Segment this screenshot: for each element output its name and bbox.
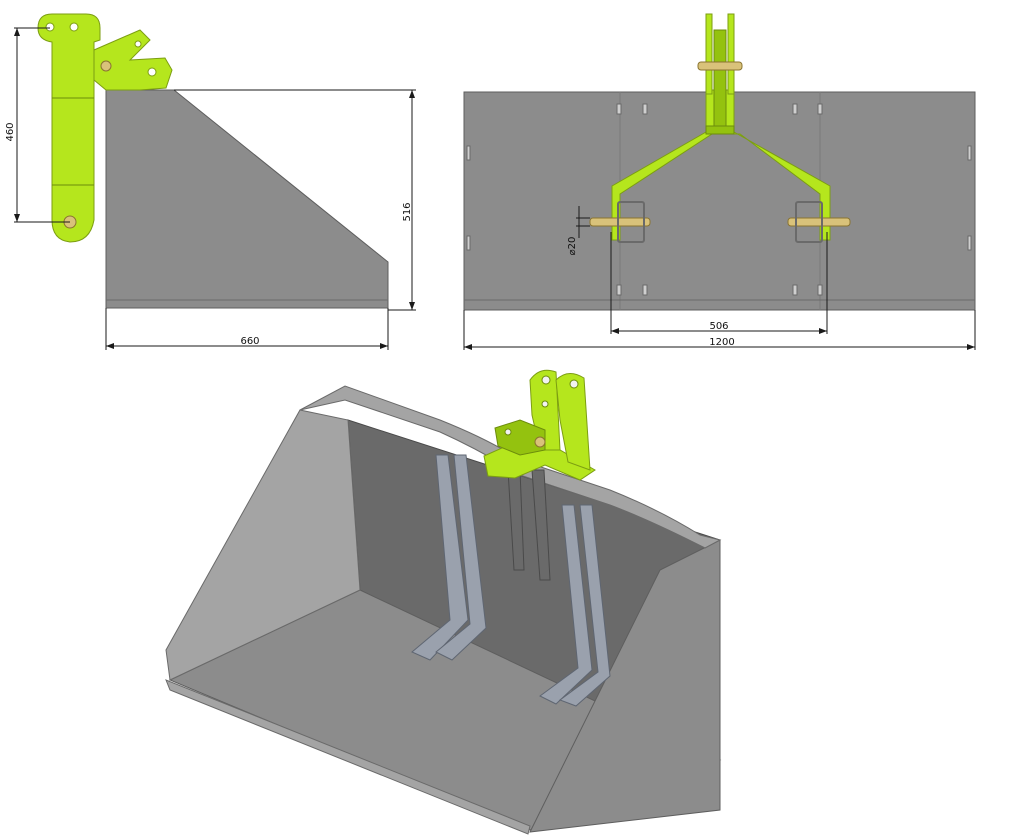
side-view: 460 516 660 (5, 13, 416, 350)
front-view-top-pin-icon (697, 61, 743, 71)
side-view-hole-icon (147, 67, 157, 77)
iso-left-side-wall (165, 409, 361, 681)
dim-total-height-label: 516 (402, 202, 413, 221)
side-view-hole-icon (45, 22, 55, 32)
iso-mount-hole-icon (541, 375, 551, 385)
iso-right-side-wall (529, 539, 721, 833)
iso-tine-left (411, 454, 469, 661)
front-view-lower-pin-right-icon (787, 217, 851, 227)
side-view-hitch-plate (93, 29, 173, 91)
isometric-view (165, 369, 722, 835)
iso-mount-hole-icon (569, 379, 579, 389)
dim-mount-height-label: 460 (5, 122, 16, 141)
front-view-top-mast (705, 13, 713, 95)
dim-pin-spacing-label: 506 (709, 321, 728, 332)
side-view-pin-icon (100, 60, 112, 72)
iso-mount-hole-icon (541, 400, 549, 408)
iso-tine-right (539, 504, 593, 705)
side-view-bucket-plate (105, 89, 389, 309)
front-view-lower-pin-left-icon (589, 217, 651, 227)
side-view-mount-frame (37, 13, 101, 243)
side-view-hole-icon (69, 22, 79, 32)
iso-mount-pin-icon (534, 436, 546, 448)
front-view: ⌀20 506 1200 (463, 13, 976, 350)
dim-width-label: 1200 (709, 337, 734, 348)
dim-depth-label: 660 (240, 336, 259, 347)
side-view-hole-icon (134, 40, 142, 48)
dim-pin-diameter-label: ⌀20 (567, 237, 578, 256)
